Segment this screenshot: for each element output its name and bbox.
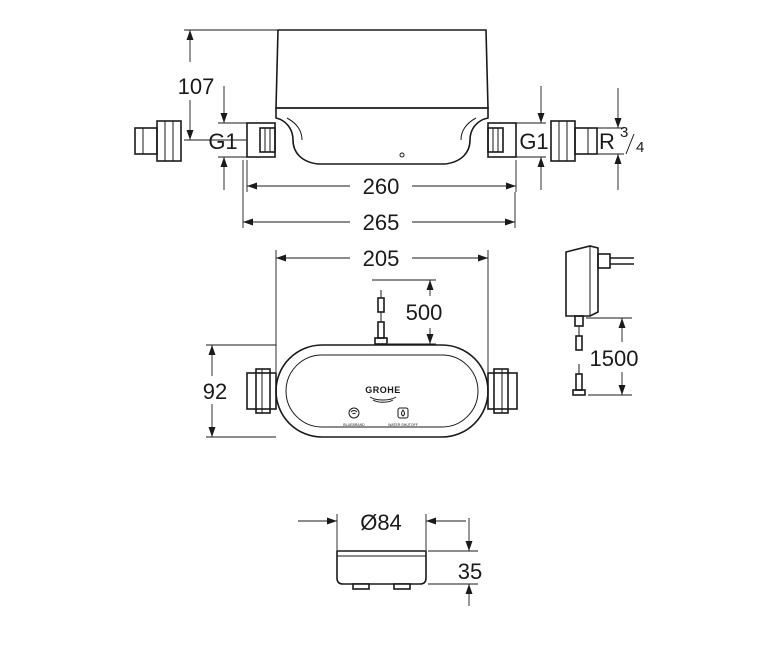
dim-92-label: 92 <box>203 379 227 404</box>
dim-107-label: 107 <box>178 74 215 99</box>
dim-1500-label: 1500 <box>590 346 639 371</box>
dim-g1-right <box>516 86 546 190</box>
grohe-logo: GROHE <box>365 385 401 403</box>
right-coupling <box>550 120 598 162</box>
dim-r34-num: 3 <box>620 124 628 141</box>
right-fitting <box>487 122 517 158</box>
dim-35-label: 35 <box>458 559 482 584</box>
dim-g1-left-label: G1 <box>208 129 237 154</box>
adapter-body <box>565 245 599 317</box>
water-button: WATER SHUTOFF <box>388 407 418 427</box>
dim-205-label: 205 <box>363 246 400 271</box>
dim-205 <box>275 250 489 372</box>
water-drop-icon <box>401 409 405 417</box>
body-inner-line <box>286 117 477 141</box>
sensor-view <box>298 514 478 606</box>
front-view: 205 500 GROHE BLUEBRAND <box>203 246 518 438</box>
dim-84-label: Ø84 <box>360 510 402 535</box>
front-right-pipe <box>487 368 518 414</box>
dim-265-label: 265 <box>363 210 400 235</box>
dim-g1-right-label: G1 <box>519 129 548 154</box>
power-adapter <box>565 245 634 396</box>
dim-260 <box>246 160 517 192</box>
wifi-button: BLUEBRAND <box>343 407 365 427</box>
body-shell <box>275 107 489 165</box>
dim-92 <box>206 344 276 438</box>
left-coupling <box>134 120 182 162</box>
dim-107 <box>184 29 278 141</box>
wifi-icon <box>350 410 358 415</box>
side-view: 107 G1 G1 R <box>134 29 644 235</box>
housing-top-block <box>275 29 489 109</box>
dim-g1-left <box>218 86 247 190</box>
left-fitting <box>246 122 276 158</box>
dim-260-label: 260 <box>363 174 400 199</box>
svg-text:GROHE: GROHE <box>365 385 401 395</box>
dim-265 <box>242 160 516 228</box>
led-dot <box>399 152 405 158</box>
cable-500 <box>372 279 436 345</box>
front-oval-inner <box>285 354 479 428</box>
dim-r34-den: 4 <box>636 139 644 156</box>
svg-text:WATER SHUTOFF: WATER SHUTOFF <box>388 423 418 427</box>
dim-r34-r: R <box>599 129 615 154</box>
front-left-pipe <box>246 368 277 414</box>
dim-r34 <box>597 88 624 190</box>
svg-text:BLUEBRAND: BLUEBRAND <box>343 423 365 427</box>
sensor-body <box>336 550 427 585</box>
dim-500-label: 500 <box>406 300 443 325</box>
